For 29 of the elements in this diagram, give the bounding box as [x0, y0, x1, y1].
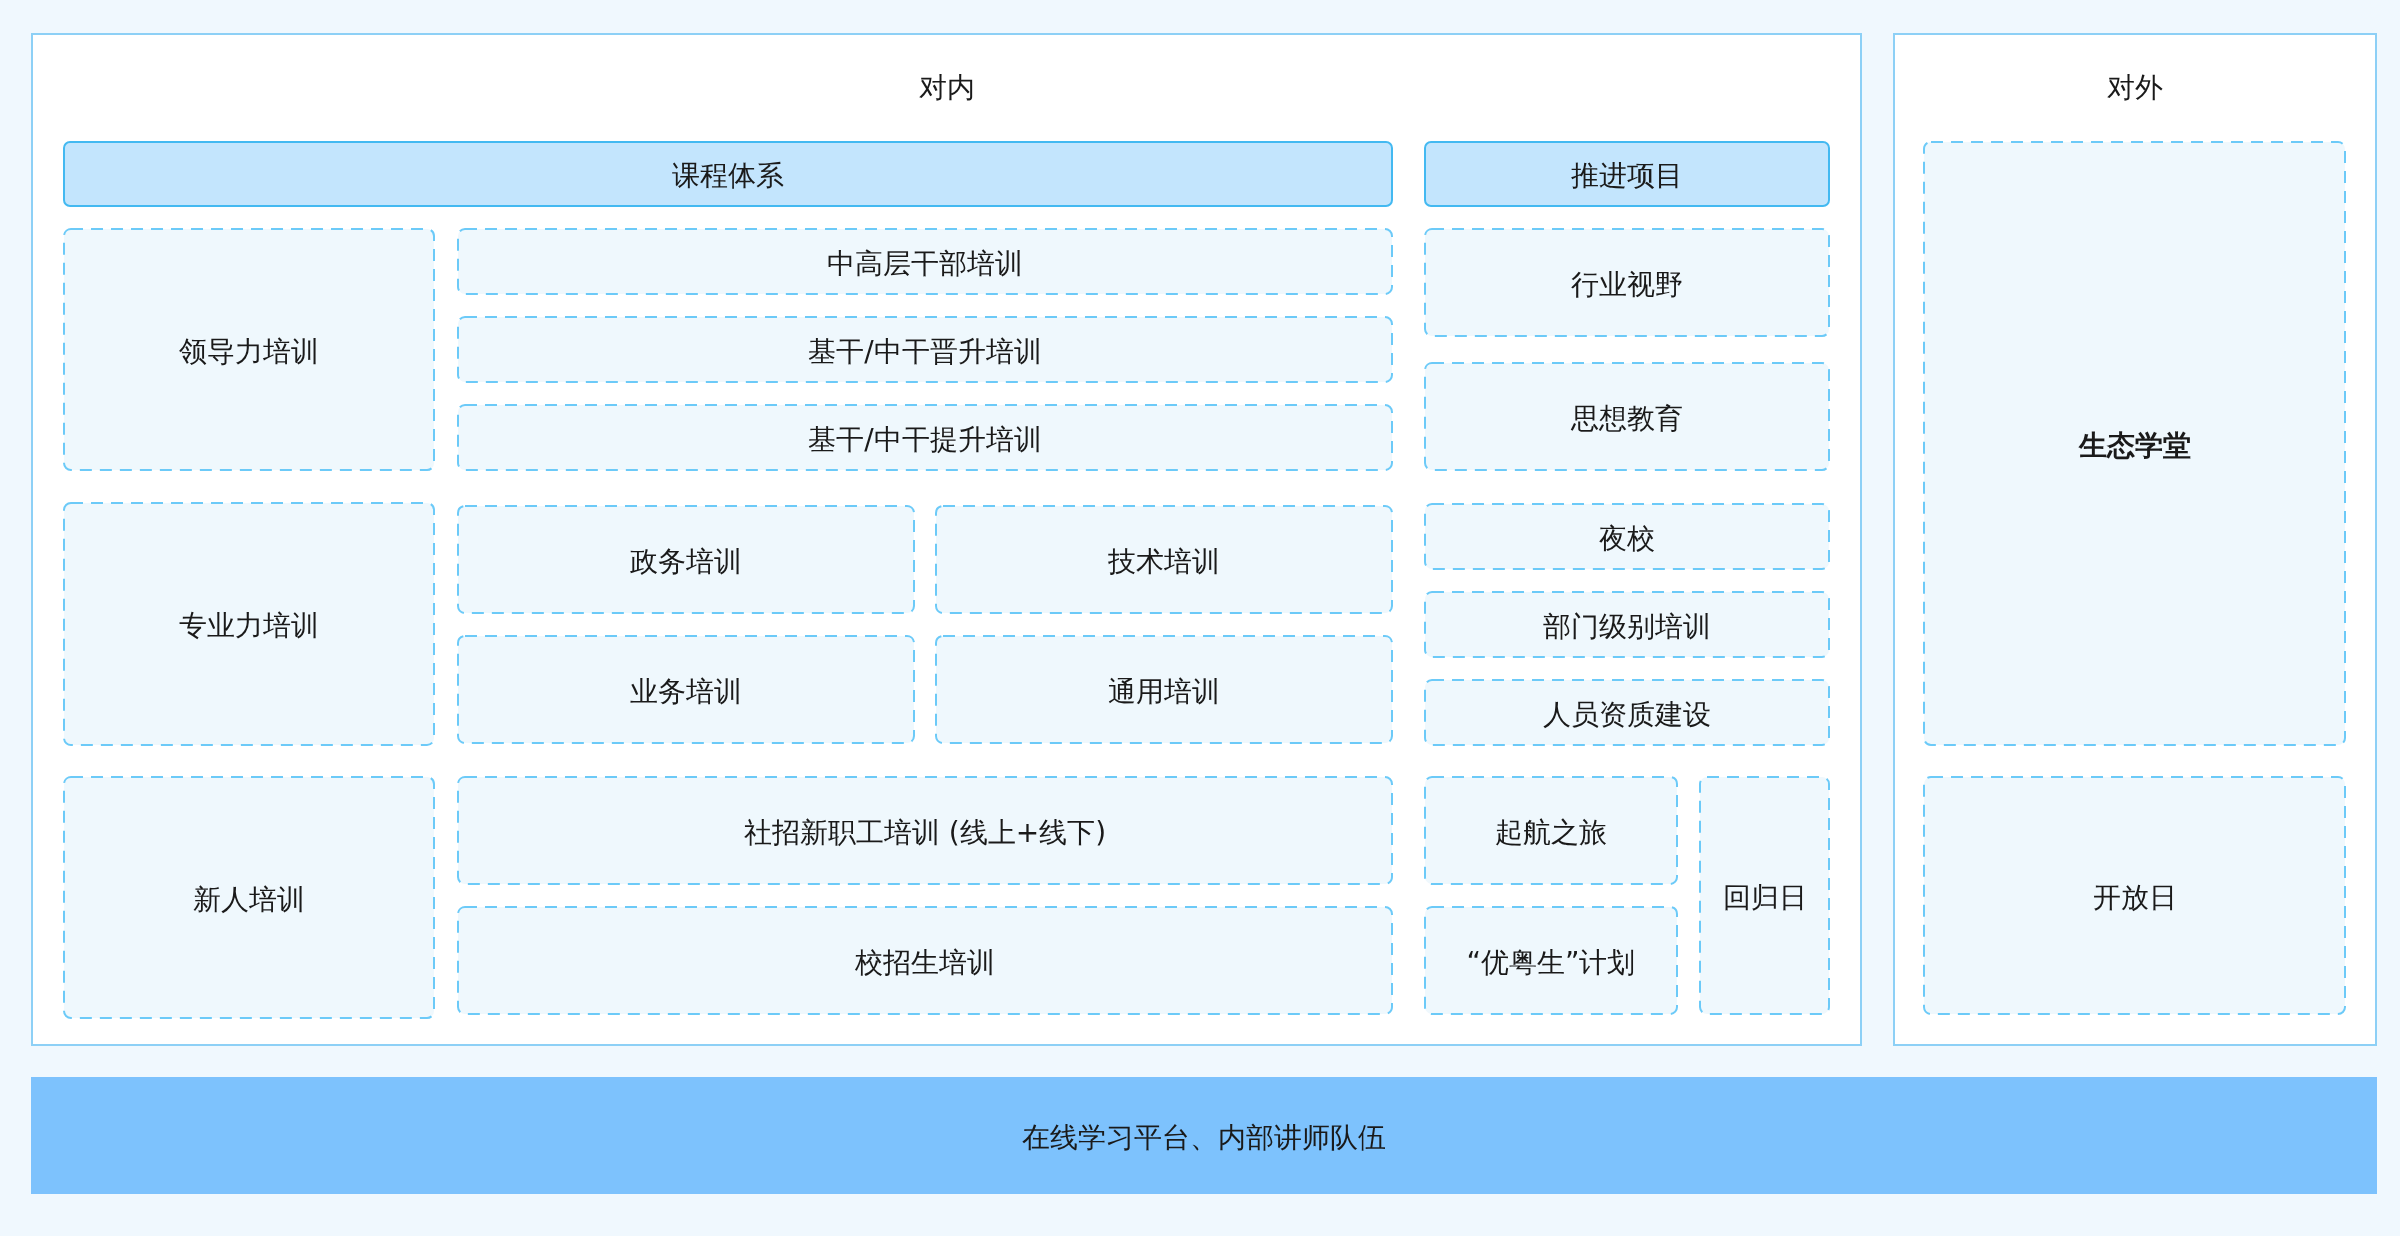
item-box: 校招生培训	[457, 906, 1393, 1015]
section-panel	[31, 33, 1862, 1046]
header-bar: 课程体系	[63, 141, 1393, 207]
item-box: 社招新职工培训 (线上+线下)	[457, 776, 1393, 885]
item-box: “优粤生”计划	[1424, 906, 1678, 1015]
item-box: 新人培训	[63, 776, 435, 1019]
item-box: 基干/中干晋升培训	[457, 316, 1393, 383]
item-box: 夜校	[1424, 503, 1830, 570]
header-bar: 推进项目	[1424, 141, 1830, 207]
item-box: 技术培训	[935, 505, 1393, 614]
base-bar: 在线学习平台、内部讲师队伍	[31, 1077, 2377, 1194]
item-box: 中高层干部培训	[457, 228, 1393, 295]
item-box: 业务培训	[457, 635, 915, 744]
section-title: 对外	[2107, 71, 2163, 105]
item-box: 专业力培训	[63, 502, 435, 746]
item-box: 行业视野	[1424, 228, 1830, 337]
item-box: 领导力培训	[63, 228, 435, 471]
item-box: 开放日	[1923, 776, 2346, 1015]
item-box: 生态学堂	[1923, 141, 2346, 746]
section-title: 对内	[918, 71, 975, 105]
item-box: 思想教育	[1424, 362, 1830, 471]
item-box: 政务培训	[457, 505, 915, 614]
item-box: 人员资质建设	[1424, 679, 1830, 746]
item-box: 回归日	[1699, 776, 1830, 1015]
item-box: 起航之旅	[1424, 776, 1678, 885]
item-box: 基干/中干提升培训	[457, 404, 1393, 471]
item-box: 通用培训	[935, 635, 1393, 744]
section-panel	[1893, 33, 2377, 1046]
item-box: 部门级别培训	[1424, 591, 1830, 658]
